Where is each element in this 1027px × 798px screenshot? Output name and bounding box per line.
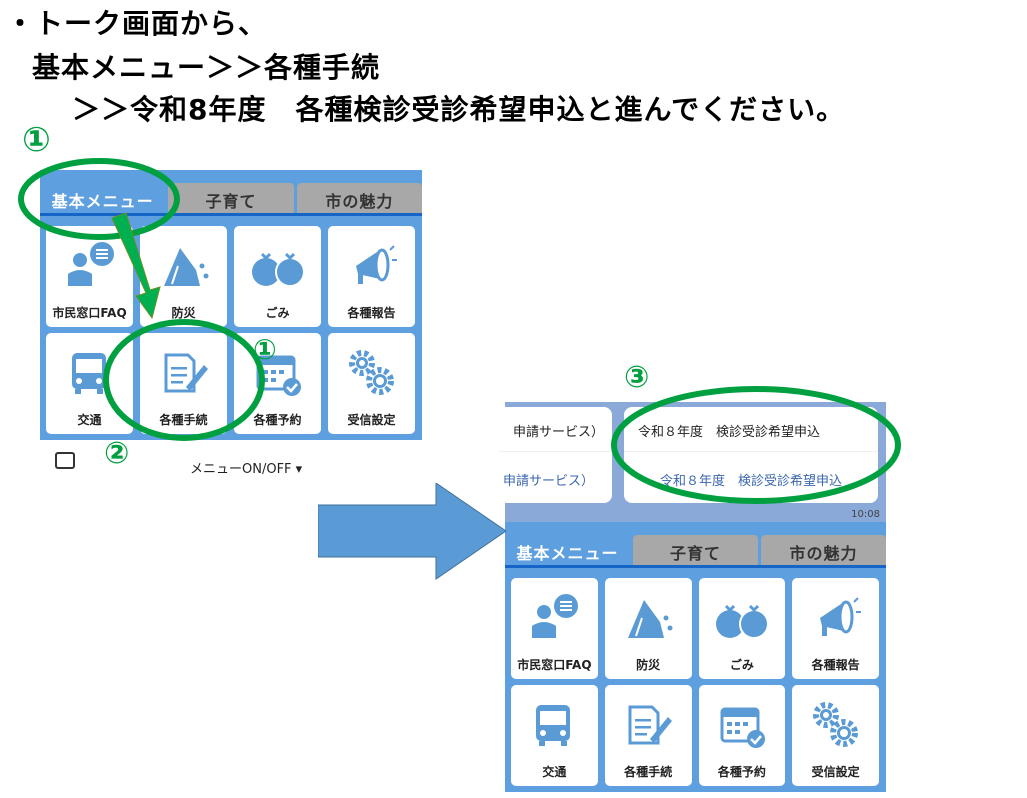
menu-grid: 市民窓口FAQ 防災 ごみ 各種報告交通 各種手続 各種予約 受信設定	[46, 226, 415, 434]
gears-icon	[348, 350, 394, 395]
chat-area: 申請サービス） 申請サービス） 令和８年度 検診受診希望申込 令和８年度 検診受…	[499, 402, 886, 535]
menu-tile[interactable]: ごみ	[698, 578, 786, 679]
step-marker-1: ①	[22, 120, 51, 160]
rich-menu-panel-after: 基本メニュー子育て市の魅力市民窓口FAQ 防災 ごみ 各種報告交通 各種手続 各種予約 受信…	[505, 522, 886, 792]
instruction-line-2: 基本メニュー＞＞各種手続	[32, 51, 381, 84]
menu-tile-label: 受信設定	[347, 413, 396, 427]
keyboard-icon[interactable]	[55, 452, 75, 469]
menu-tile[interactable]: 市民窓口FAQ	[511, 578, 598, 679]
card-title: 申請サービス）	[512, 425, 604, 440]
chat-card-checkup: 令和８年度 検診受診希望申込 令和８年度 検診受診希望申込	[624, 407, 878, 503]
card-title: 令和８年度 検診受診希望申込	[638, 425, 821, 440]
chat-card-left: 申請サービス） 申請サービス）	[499, 407, 612, 503]
menu-tile-label: 受信設定	[811, 765, 860, 779]
menu-toggle[interactable]: メニューON/OFF ▾	[190, 462, 303, 477]
tab-1[interactable]: 子育て	[633, 535, 758, 565]
menu-grid: 市民窓口FAQ 防災 ごみ 各種報告交通 各種手続 各種予約 受信設定	[511, 578, 879, 786]
next-step-arrow-icon	[318, 483, 507, 580]
menu-tile-label: 交通	[542, 765, 567, 779]
bus-icon	[71, 353, 106, 394]
rich-menu-panel-before: 基本メニュー子育て市の魅力市民窓口FAQ 防災 ごみ 各種報告交通 各種手続 各種予約 受信…	[40, 170, 422, 440]
menu-tile-label: 各種報告	[347, 306, 396, 320]
menu-tile-label: 各種手続	[624, 765, 673, 779]
menu-tile[interactable]: 交通	[511, 685, 598, 786]
menu-tile-label: 各種報告	[811, 658, 860, 672]
card-action-button[interactable]: 申請サービス）	[502, 474, 594, 489]
menu-tabs: 基本メニュー子育て市の魅力	[505, 535, 886, 568]
menu-tabs: 基本メニュー子育て市の魅力	[40, 183, 422, 216]
step-marker-3: ③	[624, 360, 650, 395]
menu-tile[interactable]: 防災	[140, 226, 227, 327]
menu-tile-label: 各種予約	[253, 413, 302, 427]
tab-0[interactable]: 基本メニュー	[40, 183, 166, 213]
garbage-icon	[715, 604, 769, 639]
disaster-icon	[163, 248, 208, 286]
disaster-icon	[628, 600, 673, 638]
tab-2[interactable]: 市の魅力	[761, 535, 886, 565]
tab-2[interactable]: 市の魅力	[296, 183, 422, 213]
garbage-icon	[251, 252, 305, 287]
menu-tile-label: 防災	[171, 306, 196, 320]
menu-tile[interactable]: ごみ	[234, 226, 321, 327]
menu-tile[interactable]: 各種手続	[140, 333, 227, 434]
menu-tile-label: ごみ	[729, 658, 754, 672]
menu-tile-label: 市民窓口FAQ	[52, 306, 127, 320]
bus-icon	[536, 705, 571, 746]
menu-tile[interactable]: 各種報告	[328, 226, 415, 327]
menu-tile[interactable]: 受信設定	[328, 333, 415, 434]
faq-icon	[67, 242, 114, 286]
step-marker-2: ②	[104, 436, 130, 471]
calendar-icon	[720, 707, 765, 748]
menu-tile[interactable]: 各種予約	[234, 333, 321, 434]
menu-tile-label: ごみ	[265, 306, 290, 320]
menu-tile[interactable]: 各種予約	[698, 685, 786, 786]
faq-icon	[532, 594, 579, 638]
step-marker-1-small: ①	[253, 333, 277, 366]
menu-tile-label: 各種手続	[159, 413, 208, 427]
message-time: 10:08	[851, 509, 880, 520]
menu-tile-label: 防災	[636, 658, 661, 672]
menu-tile[interactable]: 各種報告	[792, 578, 879, 679]
document-pen-icon	[628, 705, 673, 745]
menu-tile[interactable]: 各種手続	[604, 685, 692, 786]
menu-tile-label: 市民窓口FAQ	[517, 658, 592, 672]
checkup-apply-button[interactable]: 令和８年度 検診受診希望申込	[659, 474, 842, 489]
menu-tile[interactable]: 防災	[604, 578, 692, 679]
menu-tile[interactable]: 交通	[46, 333, 133, 434]
menu-tile[interactable]: 受信設定	[792, 685, 879, 786]
menu-tile-label: 各種予約	[717, 765, 766, 779]
document-pen-icon	[164, 353, 208, 393]
tab-0[interactable]: 基本メニュー	[505, 535, 630, 565]
tab-1[interactable]: 子育て	[168, 183, 294, 213]
instruction-line-3: ＞＞令和8年度 各種検診受診希望申込と進んでください。	[72, 93, 846, 126]
gears-icon	[812, 702, 858, 747]
megaphone-icon	[355, 245, 397, 284]
megaphone-icon	[819, 597, 861, 636]
menu-tile[interactable]: 市民窓口FAQ	[46, 226, 133, 327]
instruction-line-1: ・トーク画面から、	[6, 7, 268, 40]
menu-tile-label: 交通	[77, 413, 102, 427]
